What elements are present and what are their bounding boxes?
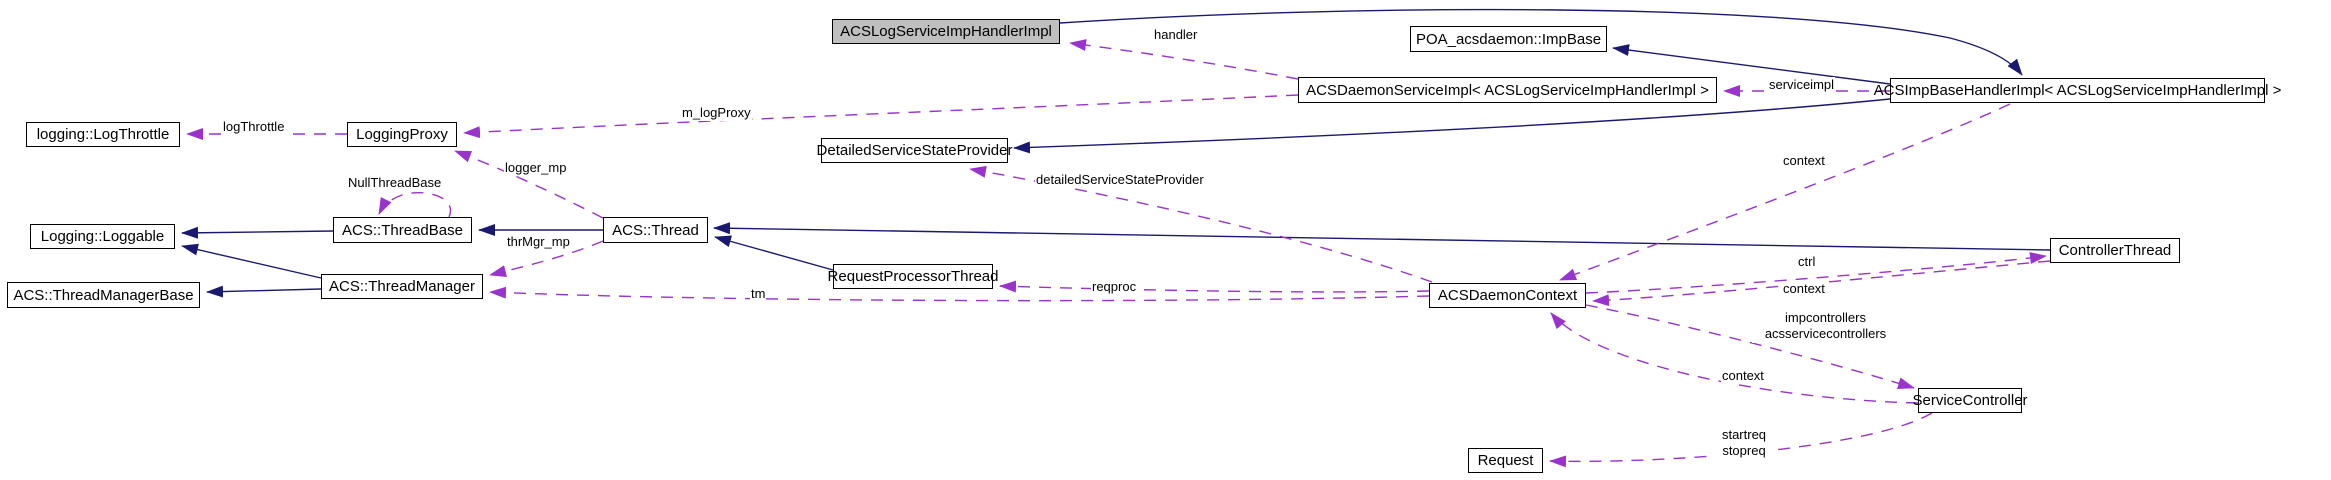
edge-label-impcontrollers-acsservicecontrollers: impcontrollers acsservicecontrollers: [1752, 310, 1899, 343]
edge-usage-context-servicecontroller: [1550, 312, 1919, 404]
class-node-servicecontroller[interactable]: ServiceController: [1912, 388, 2028, 413]
edge-label-logthrottle: logThrottle: [222, 119, 286, 136]
class-node-requestprocessorthread[interactable]: RequestProcessorThread: [828, 264, 998, 289]
edge-inherit-threadmanager-to-loggable: [181, 243, 322, 279]
edge-label-handler: handler: [1153, 27, 1199, 44]
edge-label-detailedservicestateprovider: detailedServiceStateProvider: [1035, 172, 1205, 189]
edge-usage-m-logproxy: [463, 94, 1299, 139]
edge-usage-tm: [489, 286, 1430, 302]
edge-label-context-impbasehandler: context: [1782, 153, 1826, 170]
class-node-request[interactable]: Request: [1468, 448, 1543, 473]
class-node-logging-loggable[interactable]: Logging::Loggable: [30, 224, 175, 249]
edge-usage-handler: [1069, 39, 1299, 80]
class-node-acslogserviceimphandlerimpl: ACSLogServiceImpHandlerImpl: [832, 19, 1060, 44]
edge-inherit-acslog-to-impbasehandler: [1059, 8, 2023, 76]
edge-label-reqproc: reqproc: [1091, 279, 1138, 296]
edge-inherit-threadmanager-to-threadmanagerbase: [206, 285, 322, 298]
edge-label-thrmgr-mp: thrMgr_mp: [506, 234, 571, 251]
edge-label-ctrl: ctrl: [1797, 254, 1817, 271]
edge-inherit-impbasehandler-to-poa: [1612, 44, 1891, 85]
class-node-acs-threadbase[interactable]: ACS::ThreadBase: [333, 217, 472, 243]
edge-usage-thrmgr-mp: [489, 240, 604, 277]
class-node-acs-threadmanagerbase[interactable]: ACS::ThreadManagerBase: [7, 282, 200, 308]
class-node-acsdaemonserviceimpl[interactable]: ACSDaemonServiceImpl< ACSLogServiceImpHa…: [1298, 77, 1717, 103]
class-node-poa-acsdaemon-impbase[interactable]: POA_acsdaemon::ImpBase: [1410, 26, 1607, 52]
edge-usage-detailedservicestateprovider: [969, 165, 1433, 283]
edge-inherit-threadbase-to-loggable: [181, 226, 334, 239]
edge-label-tm: tm: [750, 286, 767, 303]
edge-label-context-controllerthread: context: [1782, 281, 1826, 298]
class-node-acs-threadmanager[interactable]: ACS::ThreadManager: [321, 274, 483, 299]
edge-label-startreq-stopreq: startreq stopreq: [1712, 427, 1776, 460]
edge-inherit-reqprocthread-to-thread: [714, 235, 834, 271]
edge-inherit-impbasehandler-to-detailedssp: [1013, 98, 1891, 154]
edge-label-m-logproxy: m_logProxy: [681, 105, 752, 122]
class-node-acs-thread[interactable]: ACS::Thread: [603, 217, 708, 243]
edge-usage-reqproc: [999, 280, 1430, 293]
edge-inherit-controllerthread-to-thread: [713, 222, 2051, 251]
edge-label-logger-mp: logger_mp: [504, 160, 568, 177]
edge-usage-context-impbasehandler: [1559, 103, 2011, 281]
edge-usage-nullthreadbase-selfloop: [378, 191, 452, 218]
edge-label-nullthreadbase: NullThreadBase: [347, 175, 443, 192]
class-node-controllerthread[interactable]: ControllerThread: [2050, 238, 2180, 263]
edge-label-serviceimpl: serviceimpl: [1768, 77, 1836, 94]
edge-usage-impcontrollers: [1585, 304, 1915, 389]
class-node-detailedservicestateprovider[interactable]: DetailedServiceStateProvider: [817, 138, 1012, 163]
class-node-logging-logthrottle[interactable]: logging::LogThrottle: [26, 122, 180, 147]
class-node-acsdaemoncontext[interactable]: ACSDaemonContext: [1429, 283, 1586, 308]
class-node-acsimpbasehandlerimpl[interactable]: ACSImpBaseHandlerImpl< ACSLogServiceImpH…: [1874, 78, 2281, 103]
edge-label-context-servicecontroller: context: [1721, 368, 1765, 385]
class-node-loggingproxy[interactable]: LoggingProxy: [347, 122, 457, 147]
